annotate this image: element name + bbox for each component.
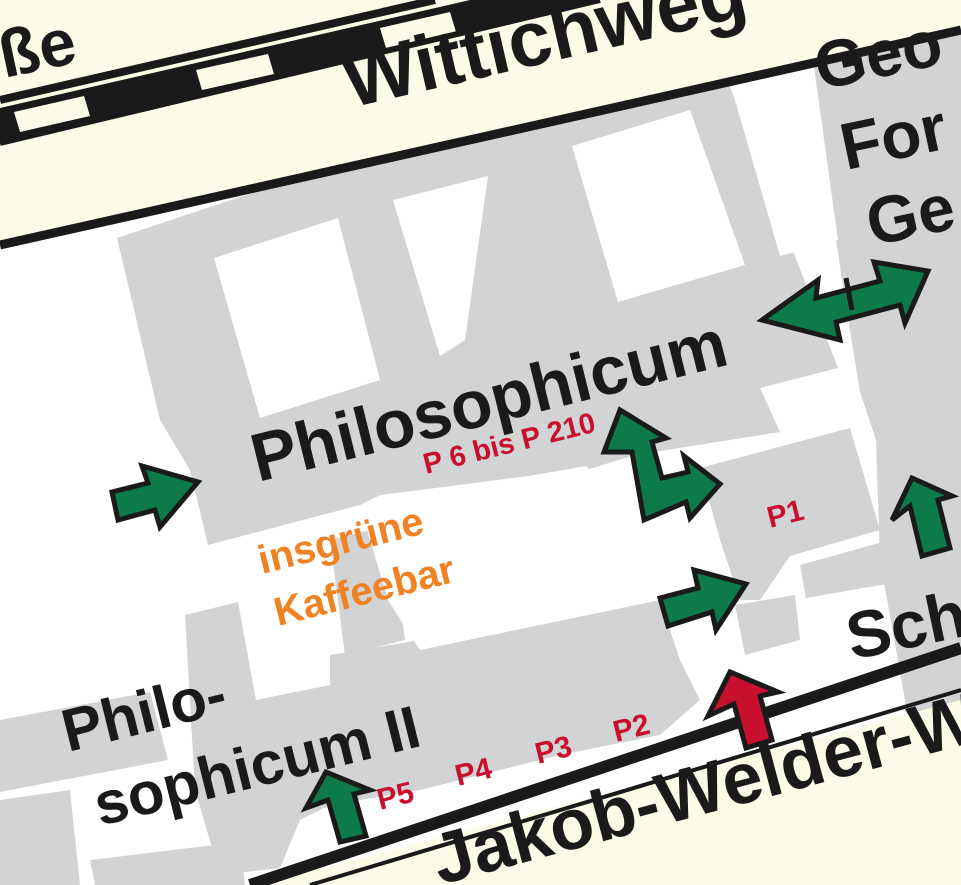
- wittichweg-band: [0, 0, 961, 245]
- green-arrow-icon: [300, 768, 379, 845]
- street-label-georg-forster-3: Ge: [860, 169, 961, 260]
- green-arrow-icon: [600, 406, 724, 524]
- lower-mid-block: [90, 842, 245, 885]
- courtyard-4: [720, 24, 838, 256]
- left-wing-block: [0, 692, 168, 792]
- lower-left-block: [0, 790, 80, 885]
- double-arrow-icon: [756, 258, 932, 344]
- jakob-welder-band: [260, 700, 961, 885]
- courtyard-1: [214, 218, 380, 418]
- green-arrow-icon: [889, 474, 960, 560]
- arrows-layer: [109, 258, 960, 845]
- jakob-welder-edge-2: [309, 688, 961, 885]
- courtyard-cafe: [360, 466, 660, 650]
- green-arrow-icon: [109, 462, 203, 533]
- courtyard-2: [393, 176, 488, 356]
- jakob-welder-edge: [248, 642, 961, 885]
- p1-building: [700, 428, 880, 600]
- railway-dashes: [14, 12, 456, 132]
- connector-block: [735, 595, 800, 655]
- wittichweg-edge-lower: [0, 25, 961, 250]
- courtyard-3: [572, 110, 745, 302]
- wittichweg-edge-upper: [0, 0, 601, 146]
- double-arrow-divider: [843, 277, 855, 311]
- southeast-block: [800, 540, 898, 598]
- green-arrow-icon: [656, 566, 750, 637]
- top-street-edge: [0, 0, 436, 104]
- street-label-strasse: ße: [0, 3, 82, 91]
- red-arrow-icon: [702, 668, 787, 752]
